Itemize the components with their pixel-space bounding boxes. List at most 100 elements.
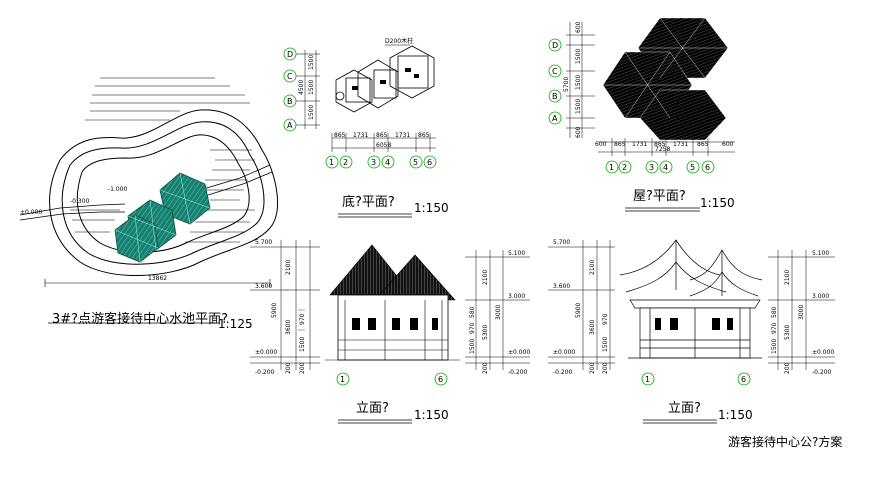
roof-row-axis-b: B bbox=[552, 92, 558, 101]
roof-row-axis-d: D bbox=[552, 41, 558, 50]
roof-col-axis-5: 5 bbox=[690, 163, 695, 172]
roof-col-dim-7: 600 bbox=[722, 141, 734, 148]
elev-right-axis-1: 1 bbox=[645, 375, 650, 384]
elev-right-rdim-2: 1500 bbox=[771, 339, 778, 354]
elevation-left-scale: 1:150 bbox=[414, 408, 449, 422]
roof-row-axis-a: A bbox=[552, 114, 558, 123]
roof-row-dim-2: 1500 bbox=[575, 49, 582, 64]
elev-right-rdim-5: 5300 bbox=[784, 325, 791, 340]
roof-col-dim-4: 865 bbox=[654, 141, 666, 148]
elev-left-level-1: 5.700 bbox=[255, 239, 272, 246]
floor-col-axis-4: 4 bbox=[385, 158, 390, 167]
elev-right-rdim-4: 580 bbox=[771, 306, 778, 318]
elev-left-level-2: 3.600 bbox=[255, 283, 272, 290]
elev-left-rdim-5: 5300 bbox=[482, 325, 489, 340]
roof-row-total: 5700 bbox=[563, 77, 570, 92]
elevation-right-title: 立面? bbox=[668, 401, 701, 416]
elev-left-dim-2: 3600 bbox=[285, 320, 292, 335]
elev-right-dim-6: 970 bbox=[602, 313, 609, 325]
elev-right-dim-4: 200 bbox=[589, 362, 596, 374]
elev-left-rlevel-1: 5.100 bbox=[508, 250, 525, 257]
floor-row-dim-3: 1500 bbox=[308, 105, 315, 120]
elev-left-rdim-1: 2100 bbox=[482, 270, 489, 285]
elev-left-rdim-4: 580 bbox=[469, 306, 476, 318]
elev-left-rdim-6: 3000 bbox=[495, 305, 502, 320]
elev-right-rdim-1: 2100 bbox=[784, 270, 791, 285]
elevation-left-title: 立面? bbox=[356, 401, 389, 416]
roof-col-axis-1: 1 bbox=[609, 163, 614, 172]
roof-col-axis-6: 6 bbox=[705, 163, 710, 172]
elev-left-axis-1: 1 bbox=[340, 375, 345, 384]
pond-elev-2: -1.000 bbox=[108, 186, 128, 193]
elev-right-rlevel-2: 3.000 bbox=[812, 293, 829, 300]
elev-right-level-1: 5.700 bbox=[553, 239, 570, 246]
pond-plan: 13862 ±0.000 -0.300 -1.000 bbox=[19, 77, 278, 324]
roof-row-dim-4: 1500 bbox=[575, 99, 582, 114]
roof-col-total: 7258 bbox=[655, 146, 670, 153]
floor-col-axis-2: 2 bbox=[343, 158, 348, 167]
floor-col-axis-1: 1 bbox=[329, 158, 334, 167]
floor-row-dim-2: 1500 bbox=[308, 80, 315, 95]
elev-right-dim-2: 3600 bbox=[589, 320, 596, 335]
floor-row-total: 4500 bbox=[298, 80, 305, 95]
floor-plan: D C B A 1500 1500 1500 4500 D20 bbox=[283, 37, 437, 218]
floor-row-axis-b: B bbox=[287, 97, 293, 106]
pond-dimension-line bbox=[44, 279, 271, 287]
elevation-left-building bbox=[325, 244, 460, 361]
floor-col-axis-5: 5 bbox=[413, 158, 418, 167]
elev-right-dim-1: 2100 bbox=[589, 260, 596, 275]
floor-column-note: D200木柱 bbox=[385, 37, 413, 45]
elevation-right-scale: 1:150 bbox=[718, 408, 753, 422]
floor-col-dim-5: 865 bbox=[418, 132, 430, 139]
roof-hexagons bbox=[602, 17, 729, 141]
pond-pavilion-hexagons bbox=[114, 172, 211, 263]
floor-plan-title: 底?平面? bbox=[342, 195, 395, 210]
roof-plan-title: 屋?平面? bbox=[633, 189, 686, 204]
roof-col-dim-3: 1731 bbox=[632, 141, 647, 148]
roof-row-axis-c: C bbox=[552, 67, 558, 76]
water-lines bbox=[70, 77, 255, 243]
floor-col-axis-6: 6 bbox=[427, 158, 432, 167]
floor-col-total: 6058 bbox=[376, 142, 391, 149]
roof-col-dim-6: 865 bbox=[697, 141, 709, 148]
roof-col-dim-5: 1731 bbox=[673, 141, 688, 148]
pond-elev-0: ±0.000 bbox=[20, 209, 42, 216]
roof-col-dim-2: 865 bbox=[614, 141, 626, 148]
elev-left-dim-6: 970 bbox=[299, 313, 306, 325]
elev-right-dim-3: 1500 bbox=[602, 337, 609, 352]
elev-right-rlevel-3: ±0.000 bbox=[812, 349, 834, 356]
floor-col-axis-3: 3 bbox=[371, 158, 376, 167]
floor-col-axis-bubbles bbox=[325, 155, 437, 169]
elev-left-rlevel-4: -0.200 bbox=[508, 369, 528, 376]
elevation-left: 5.700 3.600 ±0.000 -0.200 2100 3600 1500… bbox=[250, 239, 530, 424]
roof-row-dim-5: 600 bbox=[575, 126, 582, 138]
floor-row-axis-bubbles bbox=[283, 47, 297, 132]
elev-left-dim-7: 200 bbox=[299, 362, 306, 374]
roof-row-dim-1: 600 bbox=[575, 21, 582, 33]
elev-right-rlevel-1: 5.100 bbox=[812, 250, 829, 257]
floor-plan-scale: 1:150 bbox=[414, 201, 449, 215]
pond-outline bbox=[49, 109, 278, 276]
roof-row-axis-bubbles bbox=[548, 38, 562, 125]
floor-row-axis-a: A bbox=[287, 121, 293, 130]
elev-left-rdim-2: 1500 bbox=[469, 339, 476, 354]
floor-col-dim-3: 865 bbox=[376, 132, 388, 139]
elev-left-axis-6: 6 bbox=[438, 375, 443, 384]
elev-left-rlevel-2: 3.000 bbox=[508, 293, 525, 300]
roof-col-dim-1: 600 bbox=[595, 141, 607, 148]
elev-right-level-3: ±0.000 bbox=[553, 349, 575, 356]
floor-col-dim-2: 1731 bbox=[353, 132, 368, 139]
elev-right-rdim-7: 200 bbox=[784, 362, 791, 374]
elev-right-level-4: -0.200 bbox=[553, 369, 573, 376]
sheet-footer-title: 游客接待中心公?方案 bbox=[728, 435, 843, 449]
roof-col-axis-4: 4 bbox=[663, 163, 668, 172]
elev-left-rdim-3: 970 bbox=[469, 322, 476, 334]
elevation-right-building bbox=[619, 239, 763, 359]
elevation-right: 5.700 3.600 ±0.000 -0.200 2100 3600 1500… bbox=[548, 239, 835, 424]
roof-col-axis-bubbles bbox=[605, 160, 715, 174]
roof-plan-scale: 1:150 bbox=[700, 196, 735, 210]
elev-right-dim-5: 5900 bbox=[575, 303, 582, 318]
roof-plan: D C B A 600 1500 1500 1500 600 5700 bbox=[548, 17, 735, 212]
roof-row-dim-3: 1500 bbox=[575, 75, 582, 90]
